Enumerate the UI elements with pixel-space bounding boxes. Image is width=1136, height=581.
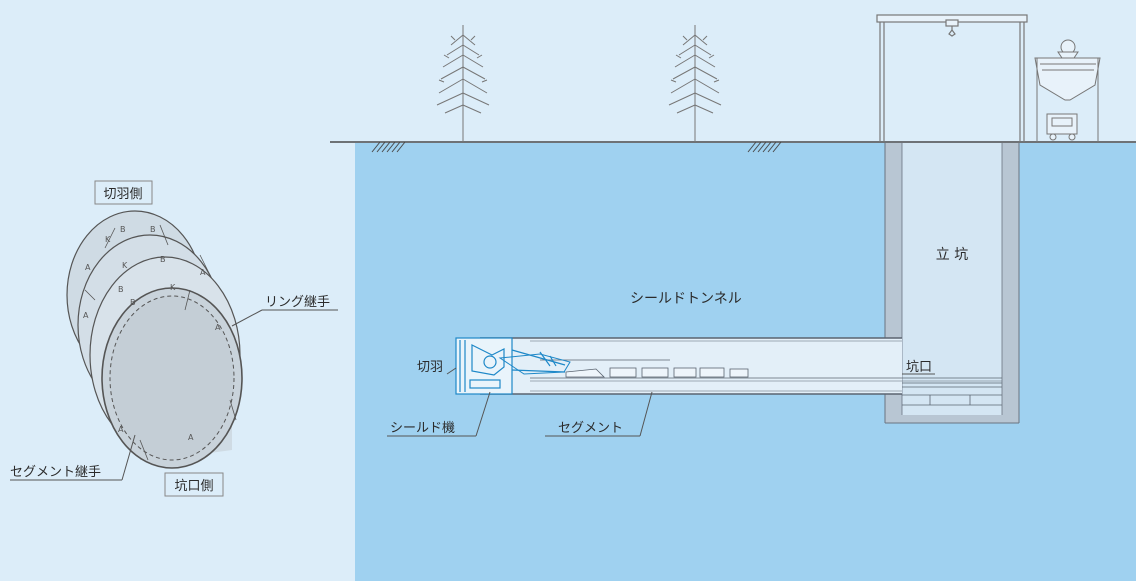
segment-letter: K: [170, 283, 176, 292]
ground-hatch-left: [371, 141, 406, 153]
segment-joint-label: セグメント継手: [10, 465, 101, 480]
shield-machine-label: シールド機: [390, 421, 455, 436]
segment-letter: A: [83, 311, 89, 320]
shield-tunnel-label: シールドトンネル: [630, 291, 742, 307]
face-side-label: 切羽側: [103, 187, 142, 202]
vertical-shaft-label: 立 坑: [936, 247, 968, 263]
portal-side-label: 坑口側: [174, 479, 213, 494]
segment-letter: B: [120, 225, 126, 234]
portal-side-box: [164, 472, 224, 497]
segment-letter: B: [118, 285, 124, 294]
segment-ring-illustration: [66, 210, 243, 469]
shield-machine-icon: [455, 337, 571, 395]
ground-hatch-right: [747, 141, 782, 153]
leader-lines: [387, 367, 935, 437]
face-side-box: [94, 180, 153, 205]
segment-letter: A: [188, 433, 194, 442]
ring-leader-lines: [10, 309, 338, 481]
ring-joint-label: リング継手: [265, 295, 330, 310]
segment-letter: B: [160, 255, 166, 264]
face-label: 切羽: [417, 360, 443, 375]
vertical-shaft: [884, 143, 1020, 424]
segment-letter: A: [215, 323, 221, 332]
segment-letter: K: [105, 235, 111, 244]
gantry-crane-icon: [876, 14, 1028, 142]
segment-letter: A: [85, 263, 91, 272]
muck-cars-icon: [565, 367, 749, 378]
segment-letter: K: [122, 261, 128, 270]
shaft-bottom-structure: [902, 382, 1002, 406]
tree-left-icon: [436, 25, 490, 142]
segment-letters: K B B A A K B B A A K B A A: [83, 225, 221, 442]
tree-middle-icon: [668, 25, 722, 142]
segment-letter: B: [130, 298, 136, 307]
segment-letter: B: [150, 225, 156, 234]
segment-letter: A: [200, 268, 206, 277]
portal-label: 坑口: [906, 360, 932, 375]
segment-letter: A: [118, 425, 124, 434]
segment-label: セグメント: [558, 421, 623, 436]
hopper-truck-icon: [1034, 39, 1101, 142]
tunnel-body: [480, 337, 1002, 395]
